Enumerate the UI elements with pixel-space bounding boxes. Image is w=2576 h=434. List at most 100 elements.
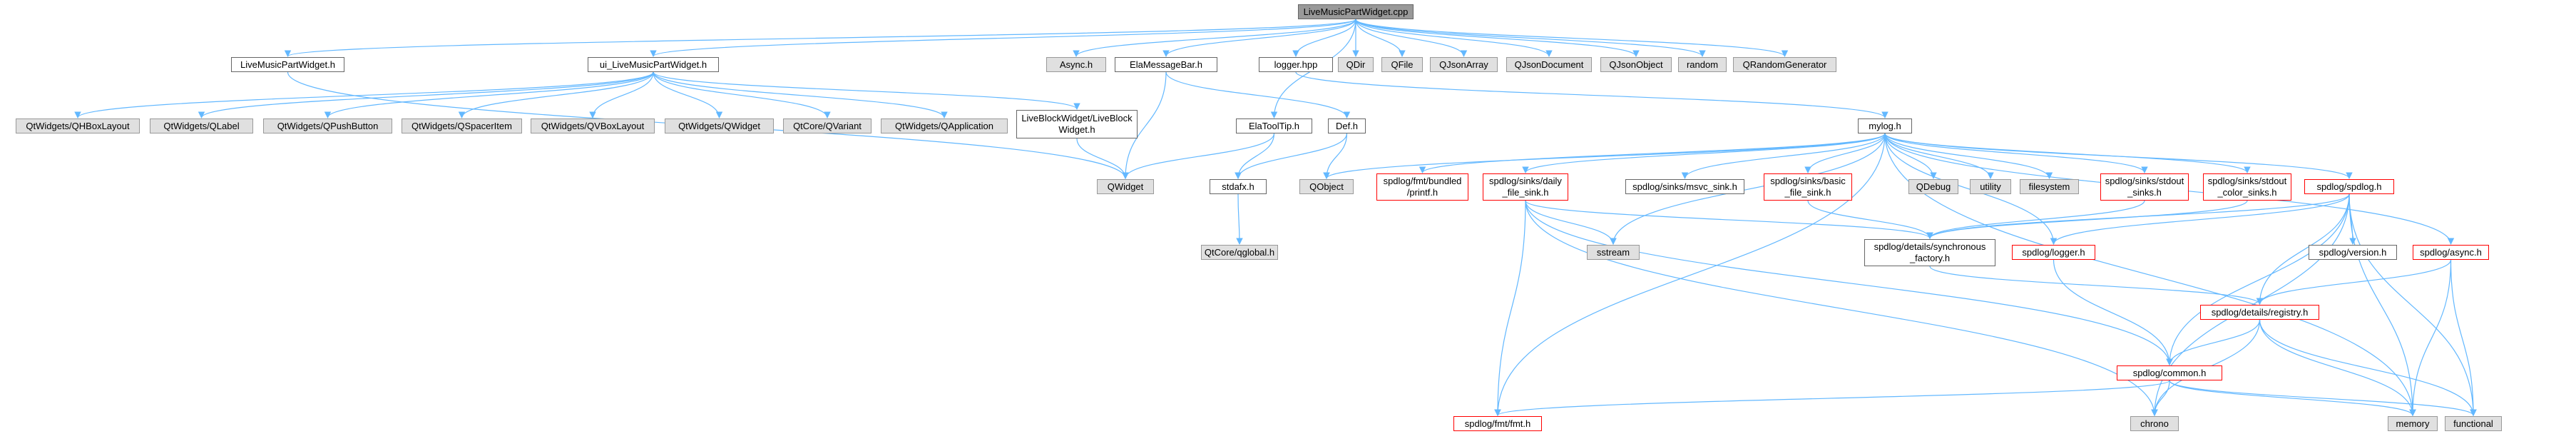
node-chrono[interactable]: chrono: [2130, 416, 2179, 431]
edge-async_sp-to-memory: [2409, 259, 2452, 416]
node-logger-h[interactable]: spdlog/logger.h: [2012, 245, 2095, 260]
edge-stdafx-to-qglobal: [1236, 193, 1243, 245]
node-mylog[interactable]: mylog.h: [1858, 118, 1912, 133]
node-version[interactable]: spdlog/version.h: [2309, 245, 2397, 260]
node-qjsondocument[interactable]: QJsonDocument: [1506, 57, 1592, 72]
node-qobject[interactable]: QObject: [1299, 179, 1354, 194]
node-qjsonarray[interactable]: QJsonArray: [1430, 57, 1498, 72]
edge-ui_lmpw_h-to-qwidget_w: [653, 71, 723, 118]
edge-logger_hpp-to-mylog: [1295, 71, 1888, 118]
edge-stdout-to-sync_factory: [1926, 200, 2145, 239]
node-basic[interactable]: spdlog/sinks/basic _file_sink.h: [1764, 173, 1852, 201]
edge-def_h-to-qobject: [1323, 133, 1348, 179]
node-label: spdlog/sinks/daily _file_sink.h: [1489, 176, 1562, 198]
node-qlabel[interactable]: QtWidgets/QLabel: [150, 118, 253, 133]
node-label: QFile: [1391, 59, 1414, 70]
node-qrandomgenerator[interactable]: QRandomGenerator: [1733, 57, 1836, 72]
edge-ela_h-to-def_h: [1165, 71, 1351, 118]
node-liveblock[interactable]: LiveBlockWidget/LiveBlock Widget.h: [1016, 110, 1138, 138]
node-qfile[interactable]: QFile: [1381, 57, 1423, 72]
node-logger-hpp[interactable]: logger.hpp: [1259, 57, 1333, 72]
edge-basic-to-sync_factory: [1807, 200, 1933, 239]
edge-root-to-logger_hpp: [1292, 19, 1356, 57]
node-label: QtWidgets/QApplication: [894, 120, 993, 131]
node-elatooltip[interactable]: ElaToolTip.h: [1236, 118, 1312, 133]
edge-elatooltip-to-qwidget: [1122, 133, 1275, 179]
node-label: Async.h: [1059, 59, 1093, 70]
node-sstream[interactable]: sstream: [1587, 245, 1640, 260]
edge-logger_h-to-common: [2053, 259, 2173, 365]
node-label: QtWidgets/QLabel: [163, 120, 240, 131]
node-qvariant[interactable]: QtCore/QVariant: [783, 118, 872, 133]
node-label: spdlog/sinks/stdout _sinks.h: [2105, 176, 2184, 198]
edge-mylog-to-logger_h: [1884, 133, 2058, 245]
node-label: QJsonArray: [1439, 59, 1488, 70]
edge-elatooltip-to-stdafx: [1235, 133, 1275, 179]
edge-mylog-to-sstream: [1610, 133, 1886, 245]
node-label: spdlog/common.h: [2132, 367, 2207, 378]
node-qhbox[interactable]: QtWidgets/QHBoxLayout: [16, 118, 140, 133]
edge-mylog-to-filesystem: [1884, 133, 2053, 179]
node-daily[interactable]: spdlog/sinks/daily _file_sink.h: [1483, 173, 1568, 201]
node-spdlog-h[interactable]: spdlog/spdlog.h: [2304, 179, 2394, 194]
node-qdir[interactable]: QDir: [1338, 57, 1374, 72]
node-ela-h[interactable]: ElaMessageBar.h: [1115, 57, 1217, 72]
node-label: utility: [1980, 181, 2001, 192]
node-printf[interactable]: spdlog/fmt/bundled /printf.h: [1376, 173, 1468, 201]
node-label: QtCore/QVariant: [793, 120, 862, 131]
node-qdebug[interactable]: QDebug: [1908, 179, 1958, 194]
edge-root-to-qrandomgenerator: [1355, 19, 1789, 57]
node-label: spdlog/version.h: [2319, 246, 2387, 258]
node-qglobal[interactable]: QtCore/qglobal.h: [1201, 245, 1278, 260]
node-qwidget-w[interactable]: QtWidgets/QWidget: [665, 118, 774, 133]
node-common[interactable]: spdlog/common.h: [2117, 365, 2222, 380]
node-label: random: [1686, 59, 1719, 70]
edge-mylog-to-stdout_color: [1884, 133, 2251, 173]
node-ui-lmpw-h[interactable]: ui_LiveMusicPartWidget.h: [588, 57, 719, 72]
node-async-h[interactable]: Async.h: [1046, 57, 1106, 72]
node-msvc[interactable]: spdlog/sinks/msvc_sink.h: [1625, 179, 1744, 194]
edge-daily-to-sstream: [1525, 200, 1617, 245]
node-label: spdlog/details/synchronous _factory.h: [1874, 241, 1986, 263]
node-fmt[interactable]: spdlog/fmt/fmt.h: [1453, 416, 1542, 431]
edge-ela_h-to-qwidget: [1122, 71, 1167, 179]
node-qpushbutton[interactable]: QtWidgets/QPushButton: [263, 118, 392, 133]
node-random[interactable]: random: [1678, 57, 1727, 72]
node-qwidget[interactable]: QWidget: [1097, 179, 1154, 194]
node-stdout[interactable]: spdlog/sinks/stdout _sinks.h: [2100, 173, 2189, 201]
node-functional[interactable]: functional: [2445, 416, 2502, 431]
node-async-sp[interactable]: spdlog/async.h: [2413, 245, 2489, 260]
node-label: chrono: [2140, 418, 2169, 429]
node-label: QtWidgets/QPushButton: [277, 120, 379, 131]
node-label: LiveMusicPartWidget.cpp: [1303, 6, 1409, 17]
edge-mylog-to-qobject: [1323, 133, 1886, 179]
edge-ui_lmpw_h-to-qpushbutton: [324, 71, 654, 118]
edge-spdlog_h-to-logger_h: [2050, 193, 2350, 245]
node-label: spdlog/logger.h: [2022, 246, 2085, 258]
node-label: QtWidgets/QSpacerItem: [412, 120, 512, 131]
node-utility[interactable]: utility: [1970, 179, 2011, 194]
node-qvbox[interactable]: QtWidgets/QVBoxLayout: [531, 118, 655, 133]
node-sync-factory[interactable]: spdlog/details/synchronous _factory.h: [1864, 239, 1995, 266]
edge-async_sp-to-functional: [2450, 259, 2477, 416]
node-qjsonobject[interactable]: QJsonObject: [1600, 57, 1672, 72]
edge-common-to-fmt: [1494, 380, 2170, 416]
node-def-h[interactable]: Def.h: [1328, 118, 1366, 133]
node-label: LiveBlockWidget/LiveBlock Widget.h: [1021, 113, 1133, 135]
node-memory[interactable]: memory: [2388, 416, 2438, 431]
edge-mylog-to-qdebug: [1884, 133, 1937, 179]
node-label: QJsonObject: [1609, 59, 1663, 70]
node-lmpw-h[interactable]: LiveMusicPartWidget.h: [231, 57, 344, 72]
node-stdout-color[interactable]: spdlog/sinks/stdout _color_sinks.h: [2203, 173, 2291, 201]
node-qapplication[interactable]: QtWidgets/QApplication: [881, 118, 1008, 133]
edge-spdlog_h-to-registry: [2256, 193, 2350, 305]
edge-mylog-to-printf: [1419, 133, 1886, 173]
edge-mylog-to-fmt: [1494, 133, 1886, 416]
node-registry[interactable]: spdlog/details/registry.h: [2200, 305, 2319, 320]
node-stdafx[interactable]: stdafx.h: [1210, 179, 1267, 194]
node-root[interactable]: LiveMusicPartWidget.cpp: [1298, 4, 1414, 19]
node-filesystem[interactable]: filesystem: [2020, 179, 2079, 194]
node-label: QtCore/qglobal.h: [1204, 246, 1275, 258]
edge-mylog-to-basic: [1804, 133, 1886, 173]
node-qspacer[interactable]: QtWidgets/QSpacerItem: [402, 118, 522, 133]
